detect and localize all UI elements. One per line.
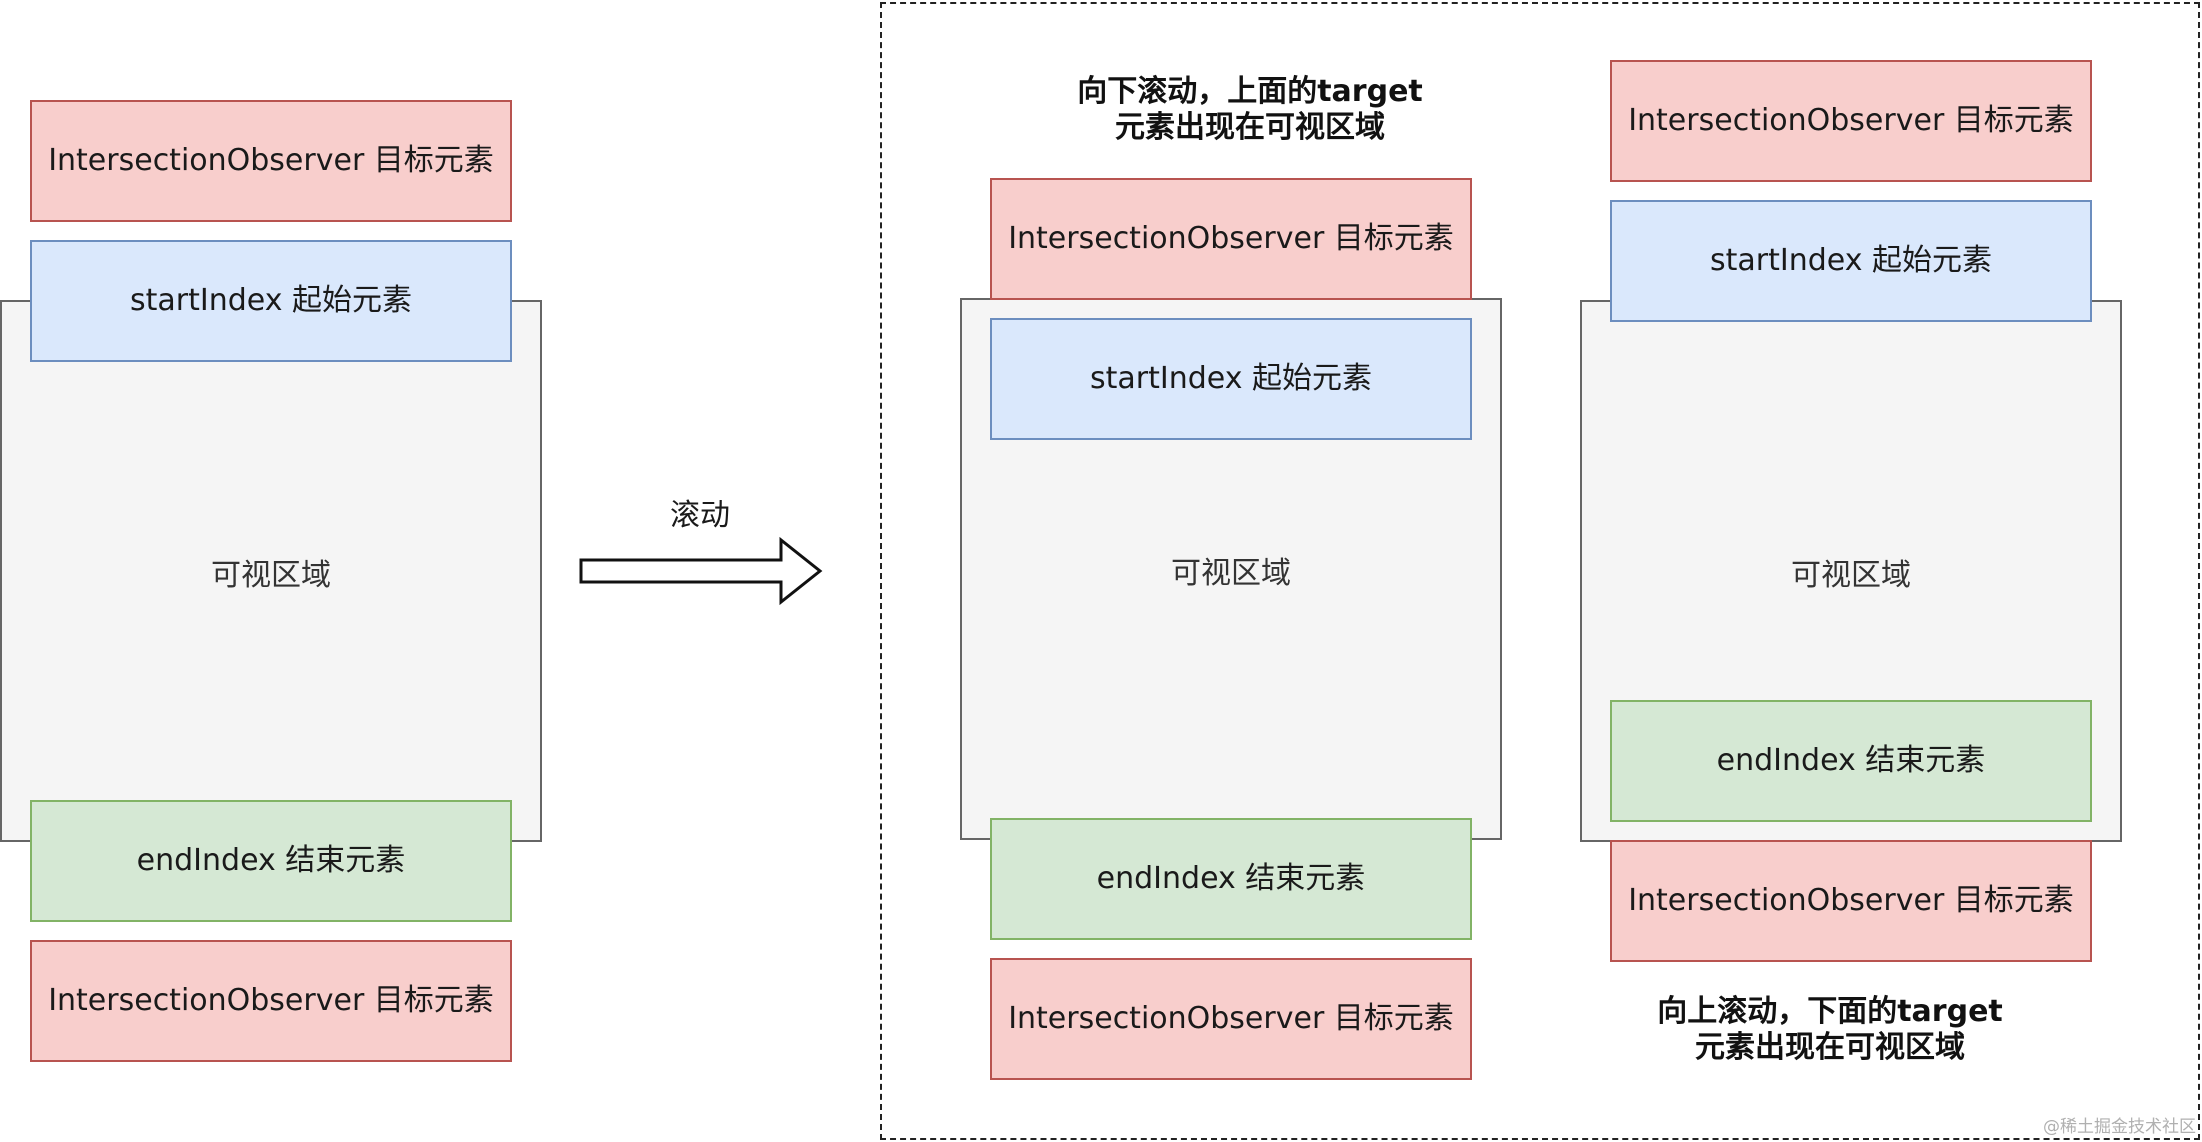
scroll-down-bottom-target-element: IntersectionObserver 目标元素 [990, 958, 1472, 1080]
scroll-down-caption-line2: 元素出现在可视区域 [1115, 110, 1385, 145]
scroll-down-viewport-label: 可视区域 [1171, 556, 1291, 591]
scroll-down-caption-line1: 向下滚动，上面的target [1077, 74, 1423, 109]
scroll-arrow-label: 滚动 [670, 498, 730, 533]
scroll-up-caption-line1: 向上滚动，下面的target [1657, 994, 2003, 1029]
scroll-up-bottom-target-element: IntersectionObserver 目标元素 [1610, 840, 2092, 962]
scroll-up-top-target-element: IntersectionObserver 目标元素 [1610, 60, 2092, 182]
scroll-down-top-target-element: IntersectionObserver 目标元素 [990, 178, 1472, 300]
scroll-down-start-element: startIndex 起始元素 [990, 318, 1472, 440]
scroll-up-viewport-label: 可视区域 [1791, 558, 1911, 593]
scroll-up-caption-line2: 元素出现在可视区域 [1695, 1030, 1965, 1065]
left-end-element: endIndex 结束元素 [30, 800, 512, 922]
scroll-results-frame [880, 2, 2200, 1140]
scroll-up-start-element: startIndex 起始元素 [1610, 200, 2092, 322]
scroll-down-caption: 向下滚动，上面的target 元素出现在可视区域 [990, 74, 1510, 154]
left-viewport-area [0, 300, 542, 842]
left-bottom-target-element: IntersectionObserver 目标元素 [30, 940, 512, 1062]
scroll-up-caption: 向上滚动，下面的target 元素出现在可视区域 [1570, 994, 2090, 1074]
left-start-element: startIndex 起始元素 [30, 240, 512, 362]
watermark: @稀土掘金技术社区 [2043, 1117, 2196, 1137]
scroll-arrow-icon [579, 536, 823, 606]
scroll-down-end-element: endIndex 结束元素 [990, 818, 1472, 940]
left-top-target-element: IntersectionObserver 目标元素 [30, 100, 512, 222]
left-viewport-label: 可视区域 [211, 558, 331, 593]
scroll-up-end-element: endIndex 结束元素 [1610, 700, 2092, 822]
